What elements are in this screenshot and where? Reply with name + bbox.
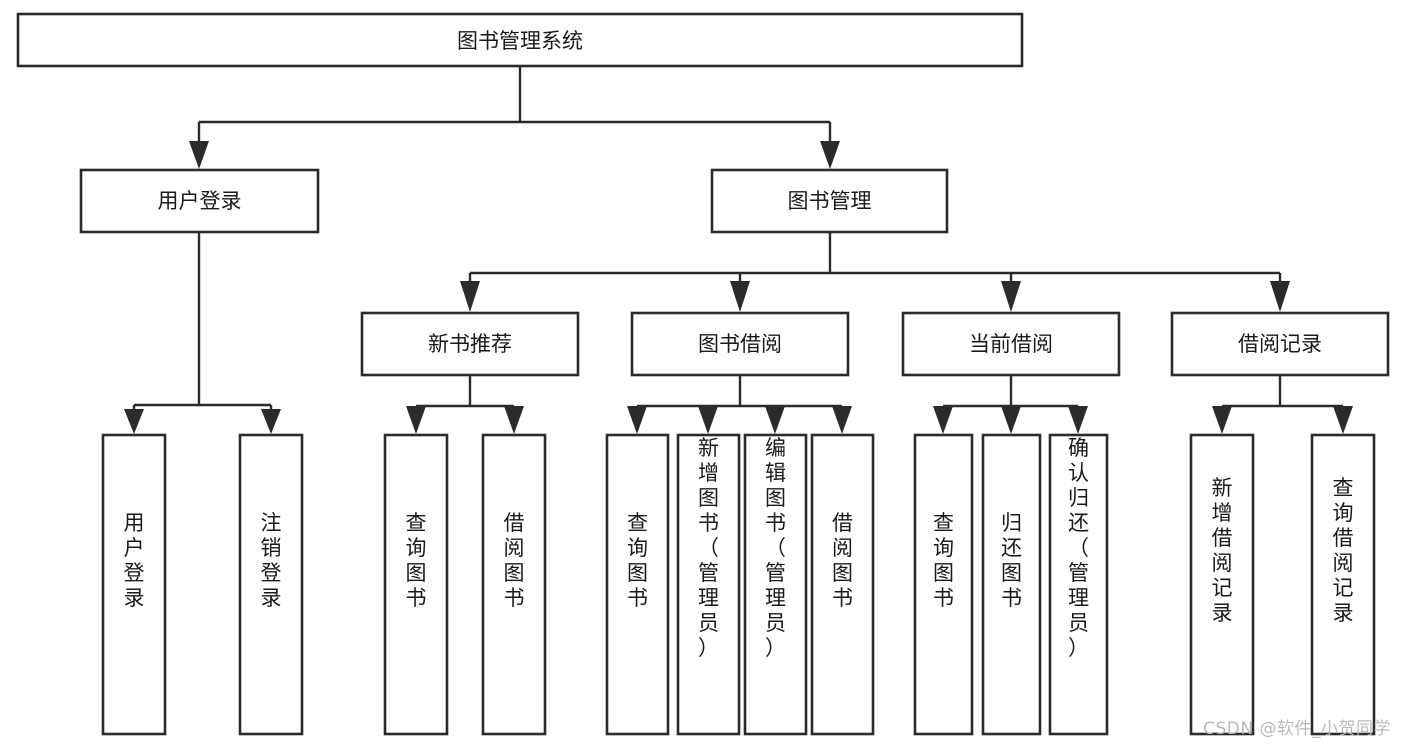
node-user-login-box[interactable] xyxy=(79,168,320,234)
node-leaf-query-borrow-record-box[interactable] xyxy=(1310,433,1376,736)
node-borrow-record-label: 借阅记录 xyxy=(1238,332,1322,356)
node-leaf-return-book-label: 归还图书 xyxy=(1001,511,1022,610)
arrow-head-leaf-edit-book-admin xyxy=(765,406,785,434)
node-leaf-user-login[interactable]: 用户登录 xyxy=(101,433,167,736)
arrow-head-leaf-add-borrow-record xyxy=(1212,406,1232,434)
node-book-borrow[interactable]: 图书借阅 xyxy=(630,311,850,377)
node-leaf-edit-book-admin-box[interactable] xyxy=(743,433,808,736)
node-book-borrow-box[interactable] xyxy=(630,311,850,377)
arrow-head-leaf-add-book-admin xyxy=(698,406,718,434)
node-leaf-return-book[interactable]: 归还图书 xyxy=(981,433,1042,736)
node-leaf-logout-label: 注销登录 xyxy=(261,511,282,610)
node-borrow-record-box[interactable] xyxy=(1170,311,1390,377)
node-leaf-edit-book-admin-label: 编辑图书（管理员） xyxy=(765,436,786,660)
arrow-head-book-management xyxy=(820,141,840,169)
arrow-head-leaf-query-books-recommend xyxy=(406,406,426,434)
arrow-head-leaf-query-books-current xyxy=(933,406,953,434)
node-leaf-query-books-recommend[interactable]: 查询图书 xyxy=(383,433,449,736)
node-root-box[interactable] xyxy=(16,12,1024,68)
node-new-book-recommend-box[interactable] xyxy=(360,311,580,377)
node-leaf-query-books-recommend-box[interactable] xyxy=(383,433,449,736)
node-leaf-user-login-label: 用户登录 xyxy=(124,511,145,610)
node-leaf-query-books-borrow[interactable]: 查询图书 xyxy=(605,433,670,736)
node-leaf-query-books-current[interactable]: 查询图书 xyxy=(913,433,974,736)
arrow-head-leaf-user-login xyxy=(124,409,144,434)
arrow-head-leaf-confirm-return-admin xyxy=(1068,406,1088,434)
arrow-head-leaf-query-borrow-record xyxy=(1333,406,1353,434)
arrow-head-user-login xyxy=(189,141,209,169)
node-leaf-borrow-book-box[interactable] xyxy=(810,433,875,736)
node-new-book-recommend[interactable]: 新书推荐 xyxy=(360,311,580,377)
node-borrow-record[interactable]: 借阅记录 xyxy=(1170,311,1390,377)
node-book-management-box[interactable] xyxy=(710,168,949,234)
node-leaf-add-book-admin-label: 新增图书（管理员） xyxy=(698,436,719,660)
node-leaf-query-books-recommend-label: 查询图书 xyxy=(406,511,427,610)
arrow-head-leaf-borrow-books-recommend xyxy=(504,406,524,434)
node-current-borrow-box[interactable] xyxy=(901,311,1121,377)
node-leaf-add-book-admin-box[interactable] xyxy=(676,433,741,736)
node-leaf-query-books-current-box[interactable] xyxy=(913,433,974,736)
node-leaf-borrow-books-recommend[interactable]: 借阅图书 xyxy=(481,433,547,736)
node-leaf-confirm-return-admin[interactable]: 确认归还（管理员） xyxy=(1048,433,1109,736)
node-book-management-label: 图书管理 xyxy=(788,189,872,213)
node-leaf-add-borrow-record[interactable]: 新增借阅记录 xyxy=(1189,433,1255,736)
node-new-book-recommend-label: 新书推荐 xyxy=(428,332,512,356)
node-root[interactable]: 图书管理系统 xyxy=(16,12,1024,68)
node-leaf-confirm-return-admin-box[interactable] xyxy=(1048,433,1109,736)
node-user-login-label: 用户登录 xyxy=(158,189,242,213)
arrow-head-borrow-record xyxy=(1270,281,1290,312)
node-leaf-query-books-borrow-box[interactable] xyxy=(605,433,670,736)
node-leaf-return-book-box[interactable] xyxy=(981,433,1042,736)
node-leaf-logout[interactable]: 注销登录 xyxy=(238,433,304,736)
node-leaf-confirm-return-admin-label: 确认归还（管理员） xyxy=(1068,436,1089,660)
arrow-head-leaf-logout xyxy=(261,409,281,434)
node-leaf-add-borrow-record-box[interactable] xyxy=(1189,433,1255,736)
node-leaf-query-borrow-record-label: 查询借阅记录 xyxy=(1333,476,1354,625)
node-current-borrow[interactable]: 当前借阅 xyxy=(901,311,1121,377)
arrow-head-leaf-borrow-book xyxy=(832,406,852,434)
node-book-borrow-label: 图书借阅 xyxy=(698,332,782,356)
connectors-layer xyxy=(124,66,1353,434)
node-user-login[interactable]: 用户登录 xyxy=(79,168,320,234)
node-leaf-query-books-borrow-label: 查询图书 xyxy=(627,511,648,610)
arrow-head-new-book-recommend xyxy=(460,281,480,312)
arrow-head-book-borrow xyxy=(730,281,750,312)
arrow-head-current-borrow xyxy=(1001,281,1021,312)
node-leaf-add-book-admin[interactable]: 新增图书（管理员） xyxy=(676,433,741,736)
node-leaf-edit-book-admin[interactable]: 编辑图书（管理员） xyxy=(743,433,808,736)
node-leaf-add-borrow-record-label: 新增借阅记录 xyxy=(1212,476,1233,625)
node-leaf-borrow-book-label: 借阅图书 xyxy=(832,511,853,610)
arrow-head-leaf-return-book xyxy=(1001,406,1021,434)
node-leaf-logout-box[interactable] xyxy=(238,433,304,736)
node-leaf-user-login-box[interactable] xyxy=(101,433,167,736)
node-leaf-borrow-books-recommend-box[interactable] xyxy=(481,433,547,736)
arrow-head-leaf-query-books-borrow xyxy=(627,406,647,434)
node-leaf-query-borrow-record[interactable]: 查询借阅记录 xyxy=(1310,433,1376,736)
node-leaf-borrow-book[interactable]: 借阅图书 xyxy=(810,433,875,736)
node-root-label: 图书管理系统 xyxy=(457,29,583,53)
node-leaf-borrow-books-recommend-label: 借阅图书 xyxy=(504,511,525,610)
node-leaf-query-books-current-label: 查询图书 xyxy=(933,511,954,610)
node-current-borrow-label: 当前借阅 xyxy=(969,332,1053,356)
node-book-management[interactable]: 图书管理 xyxy=(710,168,949,234)
